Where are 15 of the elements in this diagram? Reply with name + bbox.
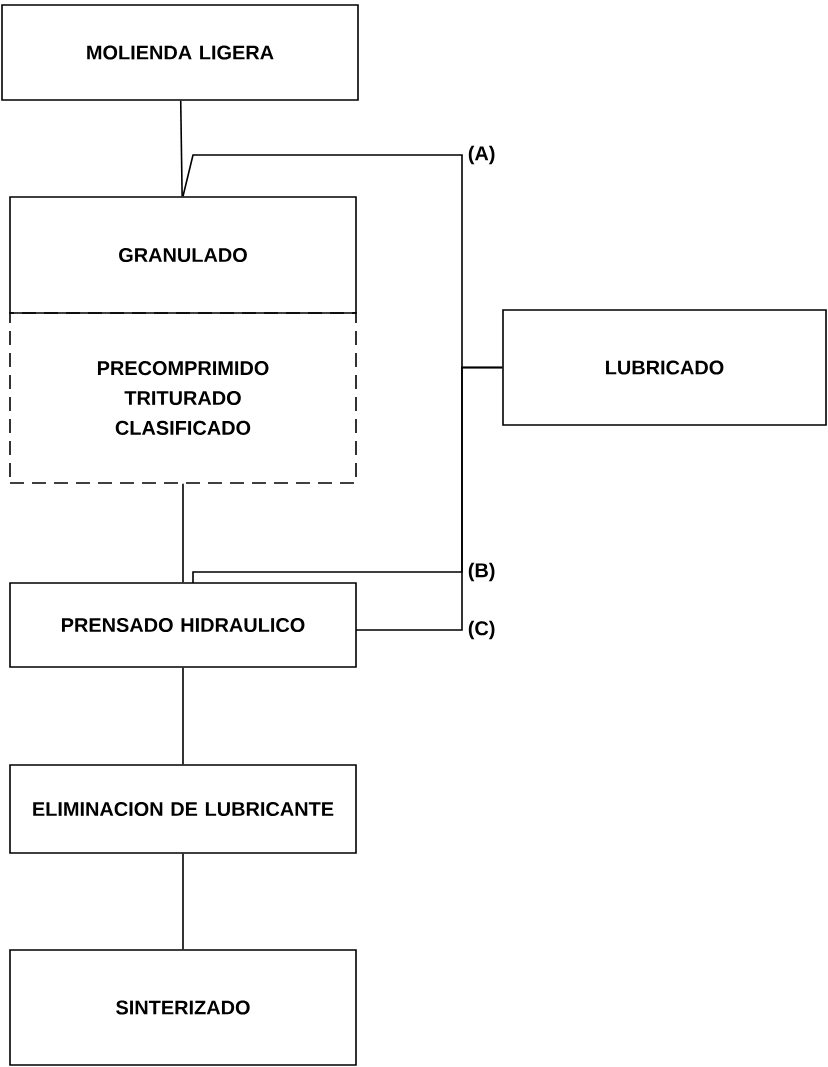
process-box: PRENSADO HIDRAULICO — [9, 582, 357, 668]
process-box: MOLIENDA LIGERA — [1, 4, 359, 101]
edge-label: (A) — [468, 145, 495, 165]
edge-label: (C) — [468, 620, 495, 640]
process-box: SINTERIZADO — [9, 949, 357, 1066]
process-box: LUBRICADO — [502, 309, 827, 426]
process-group-box: PRECOMPRIMIDO TRITURADO CLASIFICADO — [9, 312, 357, 484]
process-box: ELIMINACION DE LUBRICANTE — [9, 764, 357, 854]
connector-line — [182, 667, 184, 765]
connector-line — [182, 483, 184, 583]
edge-label: (B) — [468, 562, 495, 582]
connector-line — [355, 366, 503, 631]
connector-line — [179, 100, 183, 197]
connector-line — [182, 853, 184, 950]
process-box: GRANULADO — [9, 196, 357, 314]
